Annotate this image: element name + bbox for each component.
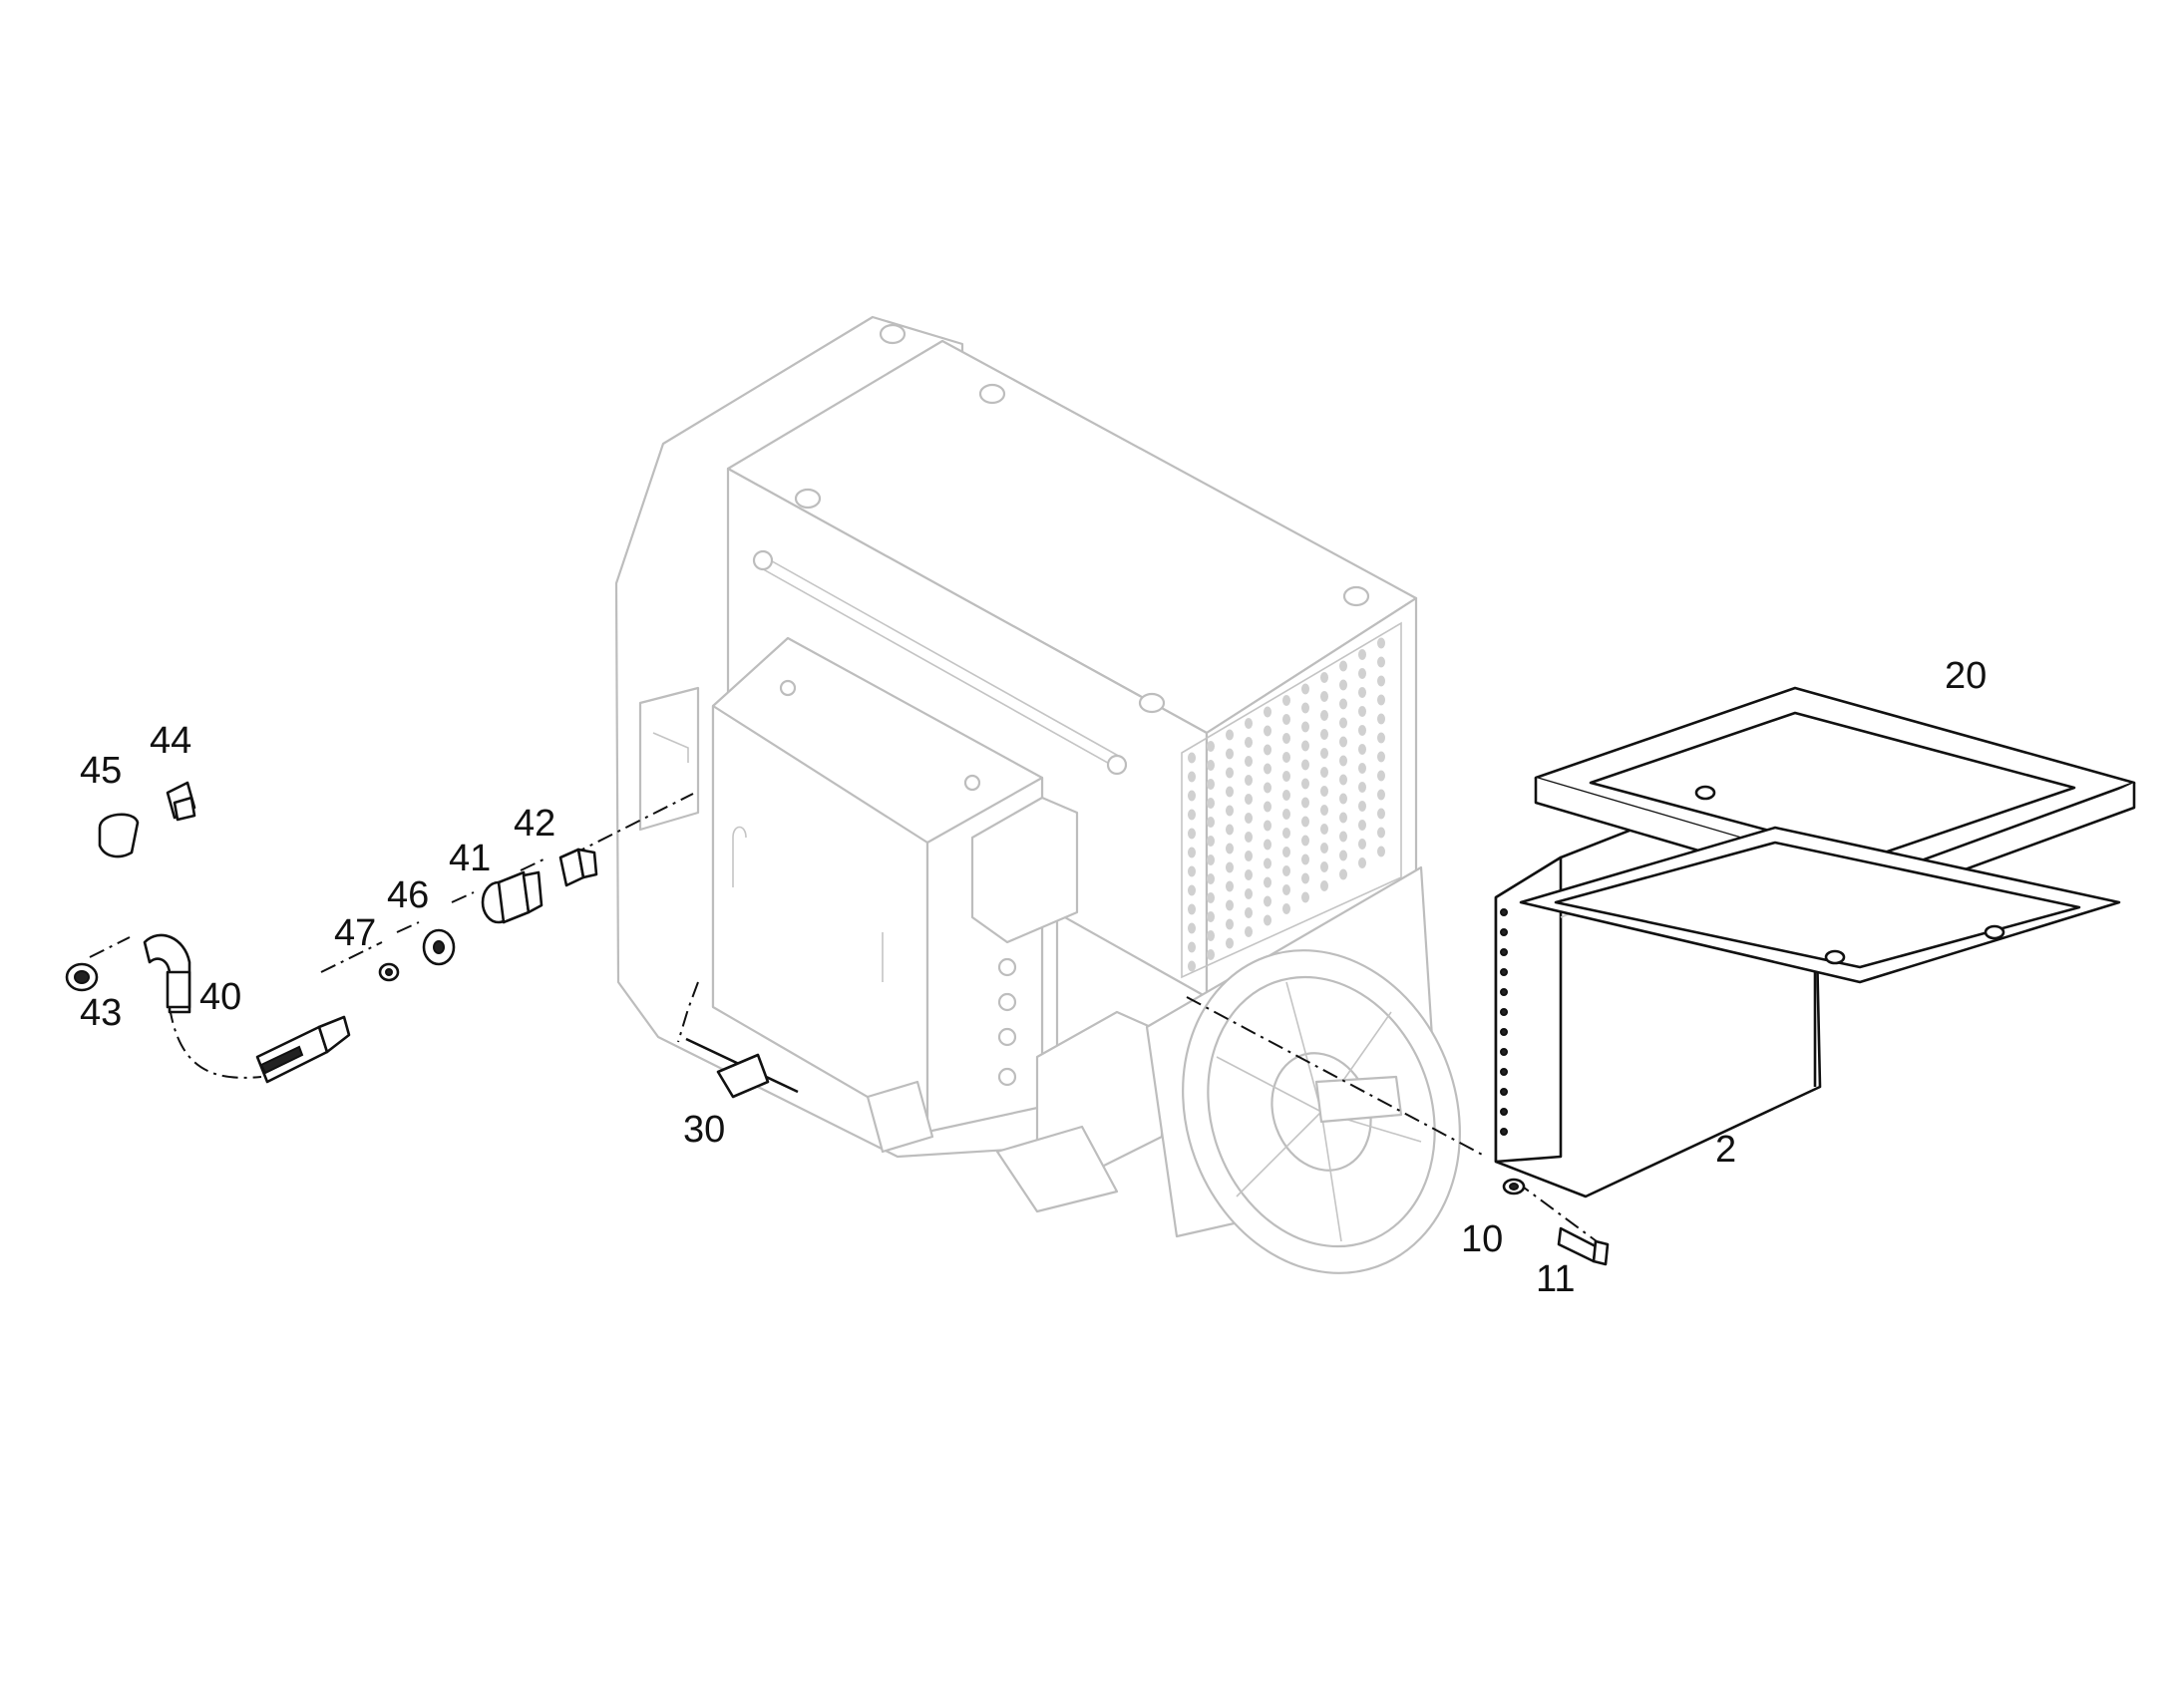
part-46-nut: [422, 928, 456, 966]
callout-2: 2: [1715, 1129, 1736, 1171]
generator-housing: [614, 315, 1461, 1274]
callout-30: 30: [683, 1109, 725, 1151]
part-11-bolt: [1557, 1226, 1610, 1266]
part-30-label-strip: [685, 1037, 799, 1099]
callout-10: 10: [1461, 1218, 1503, 1260]
callout-11: 11: [1536, 1258, 1575, 1300]
callout-42: 42: [514, 803, 555, 845]
callout-labels: 2 10 11 20 30 40 41 42 43 44 45 46 47: [80, 655, 1987, 1300]
part-44-plug: [166, 781, 196, 822]
callout-40: 40: [199, 976, 241, 1018]
part-10-washer: [1502, 1178, 1526, 1196]
callout-46: 46: [387, 874, 429, 916]
part-42-fitting: [558, 848, 598, 887]
callout-20: 20: [1945, 655, 1987, 697]
callout-43: 43: [80, 992, 122, 1034]
part-43-nut: [65, 962, 99, 992]
callout-47: 47: [334, 912, 376, 954]
callout-45: 45: [80, 750, 122, 792]
part-47-washer: [378, 962, 400, 982]
leader-lines: [89, 793, 1602, 1245]
callout-44: 44: [150, 720, 191, 762]
part-41-gland: [481, 870, 544, 924]
radiator-grille: [1181, 621, 1402, 979]
part-45-cap: [98, 813, 140, 858]
part-40-sensor-cable: [143, 933, 351, 1084]
part-20-inner-flange: [1519, 785, 2121, 984]
callout-41: 41: [449, 838, 491, 879]
